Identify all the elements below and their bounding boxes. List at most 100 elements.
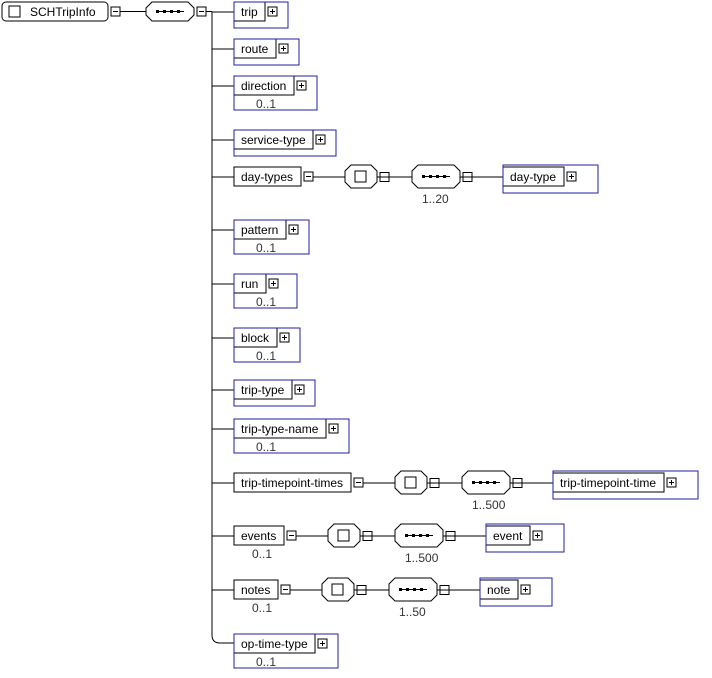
element-frame	[233, 633, 339, 669]
expand-icon[interactable]	[666, 477, 677, 488]
choice-icon	[331, 583, 344, 596]
sequence-collapse-icon[interactable]	[196, 6, 207, 17]
element-frame	[233, 379, 316, 407]
cardinality-label: 0..1	[252, 601, 272, 615]
choice-icon	[337, 529, 350, 542]
element-trip-timepoint-times-label: trip-timepoint-times	[241, 476, 343, 490]
element-block-label: block	[241, 331, 270, 345]
element-op-time-type[interactable]: op-time-type 0..1	[233, 633, 339, 669]
cardinality-label: 0..1	[256, 440, 276, 454]
element-frame	[233, 75, 318, 111]
element-frame	[233, 1, 289, 29]
element-day-type-label: day-type	[510, 170, 556, 184]
element-trip-type-label: trip-type	[241, 383, 285, 397]
choice-compositor	[321, 577, 355, 602]
choice-icon	[354, 170, 367, 183]
element-frame	[552, 470, 699, 500]
element-block[interactable]: block 0..1	[212, 327, 301, 363]
element-events-label: events	[241, 529, 276, 543]
element-pattern[interactable]: pattern 0..1	[212, 219, 310, 255]
tree-trunk	[211, 11, 234, 644]
expand-icon[interactable]	[520, 584, 531, 595]
expand-icon[interactable]	[328, 423, 339, 434]
element-notes[interactable]: notes 0..1 1..50 note	[212, 577, 553, 619]
element-frame	[233, 327, 301, 363]
element-note-label: note	[487, 583, 511, 597]
cardinality-label: 0..1	[256, 241, 276, 255]
expand-icon[interactable]	[279, 332, 290, 343]
element-run-label: run	[241, 277, 258, 291]
element-pattern-label: pattern	[241, 223, 278, 237]
element-frame	[479, 577, 553, 607]
expand-icon[interactable]	[296, 80, 307, 91]
element-trip-timepoint-time-label: trip-timepoint-time	[560, 476, 656, 490]
expand-icon[interactable]	[317, 638, 328, 649]
collapse-icon[interactable]	[353, 477, 364, 488]
element-event-label: event	[493, 529, 523, 543]
element-frame	[233, 219, 310, 255]
root-label: SCHTripInfo	[30, 5, 96, 19]
element-note[interactable]: note	[479, 577, 553, 607]
expand-icon[interactable]	[267, 6, 278, 17]
element-op-time-type-label: op-time-type	[241, 637, 308, 651]
sequence-cardinality: 1..20	[422, 192, 449, 206]
cardinality-label: 0..1	[256, 349, 276, 363]
root-element[interactable]: SCHTripInfo	[1, 1, 109, 22]
element-events[interactable]: events 0..1 1..500 event	[212, 523, 565, 565]
element-frame	[233, 273, 298, 309]
choice-compositor	[344, 164, 378, 189]
root-collapse-icon[interactable]	[110, 6, 121, 17]
element-trip-type[interactable]: trip-type	[212, 379, 316, 407]
sequence-compositor	[411, 164, 461, 189]
element-day-types-label: day-types	[241, 170, 293, 184]
cardinality-label: 0..1	[256, 655, 276, 669]
expand-icon[interactable]	[566, 171, 577, 182]
cardinality-label: 0..1	[252, 547, 272, 561]
cardinality-label: 0..1	[256, 295, 276, 309]
collapse-icon[interactable]	[303, 171, 314, 182]
expand-icon[interactable]	[278, 43, 289, 54]
element-trip-timepoint-times[interactable]: trip-timepoint-times 1..500 trip-timepoint…	[212, 470, 699, 512]
expand-icon[interactable]	[294, 384, 305, 395]
element-trip-type-name-label: trip-type-name	[241, 422, 319, 436]
element-trip-label: trip	[241, 5, 258, 19]
element-frame	[233, 418, 350, 454]
choice-compositor	[327, 523, 361, 548]
element-trip-type-name[interactable]: trip-type-name 0..1	[212, 418, 350, 454]
element-day-type[interactable]: day-type	[502, 164, 599, 194]
element-route-label: route	[241, 42, 269, 56]
element-notes-label: notes	[241, 583, 270, 597]
element-day-types[interactable]: day-types 1..20 day-type	[212, 164, 599, 206]
choice-icon	[404, 476, 417, 489]
element-run[interactable]: run 0..1	[212, 273, 298, 309]
sequence-compositor	[145, 1, 195, 22]
sequence-cardinality: 1..500	[472, 498, 506, 512]
element-frame	[233, 38, 300, 66]
element-direction-label: direction	[241, 79, 286, 93]
element-frame	[485, 523, 565, 553]
expand-icon[interactable]	[288, 224, 299, 235]
collapse-icon[interactable]	[280, 584, 291, 595]
sequence-cardinality: 1..50	[399, 605, 426, 619]
element-service-type-label: service-type	[241, 133, 306, 147]
expand-icon[interactable]	[532, 530, 543, 541]
element-trip-timepoint-time[interactable]: trip-timepoint-time	[552, 470, 699, 500]
sequence-compositor	[461, 470, 511, 495]
element-frame	[502, 164, 599, 194]
sequence-compositor	[388, 577, 438, 602]
element-frame	[233, 129, 337, 157]
element-direction[interactable]: direction 0..1	[212, 75, 318, 111]
cardinality-label: 0..1	[256, 97, 276, 111]
expand-icon[interactable]	[315, 134, 326, 145]
element-route[interactable]: route	[212, 38, 300, 66]
sequence-cardinality: 1..500	[405, 551, 439, 565]
element-event[interactable]: event	[485, 523, 565, 553]
element-trip[interactable]: trip	[212, 1, 289, 29]
collapse-icon[interactable]	[286, 530, 297, 541]
sequence-compositor	[394, 523, 444, 548]
element-service-type[interactable]: service-type	[212, 129, 337, 157]
choice-compositor	[394, 470, 428, 495]
complex-type-icon	[8, 5, 21, 18]
expand-icon[interactable]	[268, 278, 279, 289]
